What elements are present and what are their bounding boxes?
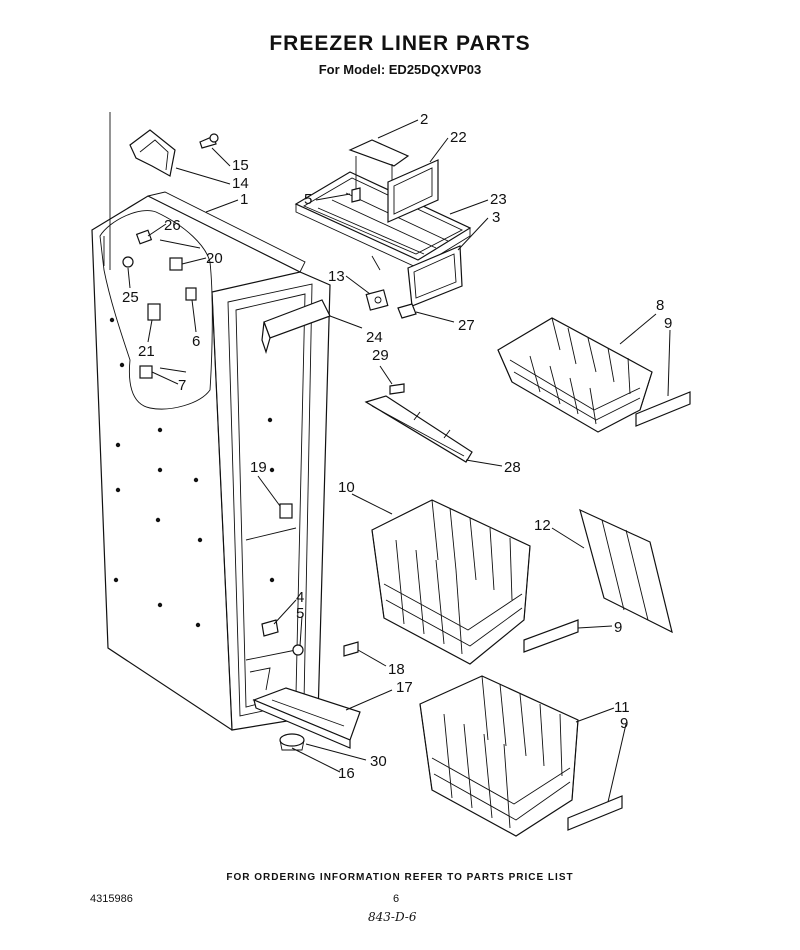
screw-part-5-lower [292,644,304,656]
callout-13: 13 [328,268,345,285]
handwritten-code: 843-D-6 [368,910,417,924]
leader-lines [127,119,671,803]
callout-9-upper: 9 [664,315,672,332]
callout-10: 10 [338,479,355,496]
top-shelf-assembly [294,139,472,307]
callout-5-lower: 5 [296,605,304,622]
cover-part-24 [261,299,331,355]
thermostat-part-13 [365,289,389,311]
screw-part-15 [199,133,219,149]
callout-18: 18 [388,661,405,678]
rail-part-28 [364,395,473,463]
callout-30: 30 [370,753,387,770]
callout-29: 29 [372,347,389,364]
screw-part-18 [343,641,359,657]
callout-4: 4 [296,589,304,606]
ordering-note: FOR ORDERING INFORMATION REFER TO PARTS … [226,872,574,883]
trim-part-17 [252,687,361,749]
callout-17: 17 [396,679,413,696]
wire-basket-part-10 [371,499,531,665]
callout-24: 24 [366,329,383,346]
callout-7: 7 [178,377,186,394]
callout-1: 1 [240,191,248,208]
basket-label-part-9-middle [523,619,579,653]
callout-2: 2 [420,111,428,128]
callout-12: 12 [534,517,551,534]
callout-5-upper: 5 [304,191,312,208]
basket-label-part-9-upper [635,391,691,427]
callout-27: 27 [458,317,475,334]
screw-part-29 [389,383,405,395]
callout-11: 11 [614,699,630,716]
wire-basket-part-11 [419,675,579,837]
callout-20: 20 [206,250,223,267]
callout-labels: 2 22 5 23 3 15 14 1 26 20 25 6 21 7 13 2… [122,111,672,782]
callout-28: 28 [504,459,521,476]
callout-6: 6 [192,333,200,350]
page-number: 6 [393,893,400,905]
document-number: 4315986 [90,893,133,905]
model-line: For Model: ED25DQXVP03 [318,62,482,77]
callout-3: 3 [492,209,500,226]
mounting-holes [109,317,275,628]
clip-part-19 [279,503,293,519]
callout-9-middle: 9 [614,619,622,636]
callout-23: 23 [490,191,507,208]
callout-16: 16 [338,765,355,782]
callout-8: 8 [656,297,664,314]
knob-part-27 [397,303,417,319]
callout-26: 26 [164,217,181,234]
callout-21: 21 [138,343,155,360]
basket-label-part-9-lower [567,795,623,831]
back-panel-components [103,229,201,379]
bracket-part-14 [129,129,176,177]
foot-part-30 [279,733,305,751]
wire-basket-part-8 [497,317,653,433]
callout-15: 15 [232,157,249,174]
freezer-liner-body [91,191,331,731]
divider-part-12 [579,508,673,634]
callout-19: 19 [250,459,267,476]
callout-14: 14 [232,175,249,192]
callout-9-lower: 9 [620,715,628,732]
callout-25: 25 [122,289,139,306]
callout-22: 22 [450,129,467,146]
page-title: FREEZER LINER PARTS [269,32,531,55]
